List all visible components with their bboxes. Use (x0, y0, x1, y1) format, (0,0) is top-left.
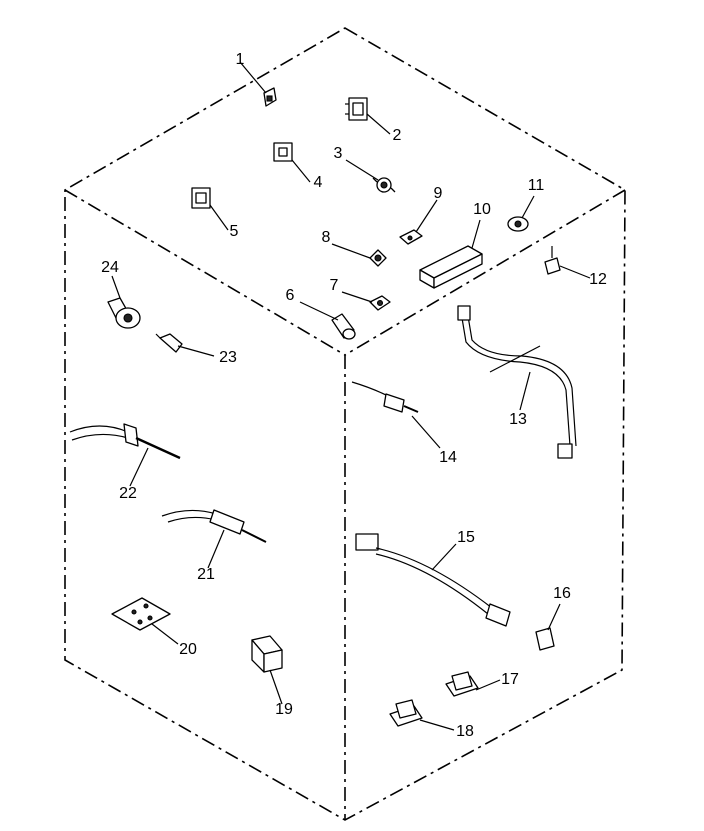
callout-8: 8 (322, 229, 331, 246)
callout-10: 10 (473, 201, 491, 218)
callout-17: 17 (501, 671, 519, 688)
part-3 (372, 177, 396, 193)
callout-13: 13 (509, 411, 527, 428)
callout-14: 14 (439, 449, 457, 466)
part-22 (69, 423, 181, 460)
part-8 (369, 249, 387, 267)
callout-24: 24 (101, 259, 119, 276)
callout-23: 23 (219, 349, 237, 366)
part-23 (155, 333, 183, 353)
callout-5: 5 (230, 223, 239, 240)
callout-labels: 1 2 3 4 5 6 7 8 9 10 11 12 13 14 15 16 1… (101, 51, 607, 740)
part-12 (544, 246, 561, 275)
callout-7: 7 (330, 277, 339, 294)
callout-21: 21 (197, 566, 215, 583)
part-5 (191, 187, 211, 209)
callout-9: 9 (434, 185, 443, 202)
callout-1: 1 (236, 51, 245, 68)
part-16 (535, 627, 555, 651)
callout-20: 20 (179, 641, 197, 658)
part-7 (369, 295, 391, 311)
part-2 (345, 97, 368, 121)
callout-22: 22 (119, 485, 137, 502)
callout-6: 6 (286, 287, 295, 304)
leader-lines (111, 61, 591, 731)
callout-11: 11 (528, 177, 545, 194)
part-15 (355, 533, 511, 627)
part-24 (107, 297, 141, 329)
part-21 (161, 509, 267, 543)
cabinet-outline (64, 27, 626, 821)
part-4 (273, 142, 293, 162)
callout-19: 19 (275, 701, 293, 718)
callout-12: 12 (589, 271, 607, 288)
part-18 (389, 699, 423, 727)
part-6 (331, 313, 356, 340)
callout-18: 18 (456, 723, 474, 740)
callout-3: 3 (334, 145, 343, 162)
callout-15: 15 (457, 529, 475, 546)
callout-4: 4 (314, 174, 323, 191)
callout-16: 16 (553, 585, 571, 602)
part-11 (507, 216, 529, 232)
part-17 (445, 671, 479, 697)
part-19 (251, 635, 283, 673)
part-9 (399, 229, 423, 245)
part-20 (111, 597, 171, 631)
part-13 (457, 305, 577, 459)
part-1 (263, 87, 277, 107)
part-14 (351, 381, 419, 413)
part-10 (419, 245, 483, 289)
callout-2: 2 (393, 127, 402, 144)
